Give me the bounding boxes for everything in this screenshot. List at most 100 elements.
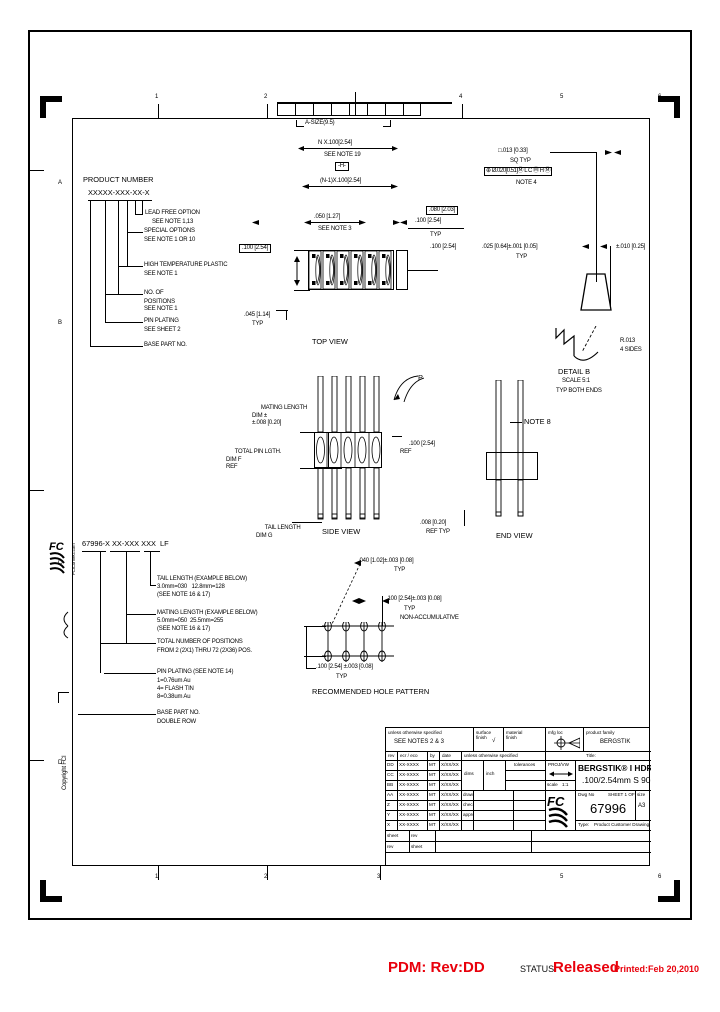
tb-extra-value-cell (474, 821, 514, 831)
rev-date-4: X/XX/XX (441, 802, 459, 807)
dim-right-tol: ±.010 [0.25] (616, 244, 646, 250)
pin-tip-profile (575, 270, 619, 316)
corner-mark-top-left (40, 96, 62, 118)
rev-value-1: CC (387, 772, 394, 777)
tb-family-value: BERGSTIK (600, 739, 631, 745)
tb-rev-cell-rev-1: CC (386, 771, 398, 781)
title-block: unless otherwise specified SEE NOTES 2 &… (385, 727, 651, 866)
tb-units-cell: inch (484, 761, 506, 791)
rev-date-5: X/XX/XX (441, 812, 459, 817)
dim-mating-length-text: MATING LENGTH DIM ± ±.008 [0.20] (252, 405, 308, 427)
tb-rev-cell-eco-5: XX-XXXX (398, 811, 428, 821)
tb-rev-cell-by-4: MT (428, 801, 440, 811)
tb-mfg-cell: mfg loc (546, 728, 584, 752)
callout-plating-label: PIN PLATING (SEE NOTE 14) (157, 669, 234, 675)
tb-family-cell: product family BERGSTIK (584, 728, 651, 752)
rev-value-0: DD (387, 762, 394, 767)
tb-projection-hint: PROJ/VW (548, 762, 569, 767)
fci-logo: FC (48, 536, 70, 576)
callout-positions-sub: POSITIONS SEE NOTE 1 (144, 299, 178, 313)
tb-rev-cell-rev-2: BB (386, 781, 398, 791)
dim-radius-sides: 4 SIDES (620, 347, 642, 353)
corner-mark-top-right (658, 96, 680, 118)
tb-scale-value: 1:1 (562, 782, 569, 787)
drawing-number: 67996 (590, 801, 627, 816)
tb-drawn-value-cell (474, 791, 514, 801)
svg-text:FC: FC (49, 541, 65, 553)
zone-label-1: 1 (155, 94, 159, 100)
marker-p-leader (390, 370, 425, 403)
tb-size-value: A3 (638, 803, 646, 809)
tb-notes-cell: unless otherwise specified SEE NOTES 2 &… (386, 728, 474, 752)
dim-mating-length: MATING LENGTH DIM ± ±.008 [0.20] (252, 398, 307, 435)
tb-rev-cell-date-5: X/XX/XX (440, 811, 462, 821)
end-view-label: END VIEW (496, 531, 533, 540)
fci-logo-title-block: FC (547, 793, 575, 830)
callout-special-options-sub: SEE NOTE 1 OR 10 (144, 237, 196, 243)
callout-lead-free-sub: SEE NOTE 1,13 (152, 219, 194, 225)
tb-scale-label: scale (547, 782, 558, 787)
dim-top-right-pitch: .100 [2.54] (415, 218, 442, 224)
rev-by-6: MT (429, 822, 436, 827)
tb-rev-cell-eco-3: XX-XXXX (398, 791, 428, 801)
scale-bar (277, 103, 432, 116)
tb-extra-label-cell (462, 821, 474, 831)
company-url: FCIConnect.com (71, 543, 76, 575)
tb-rev-header-eco: ecr / eco (398, 752, 428, 761)
zone-label-bottom-3: 3 (377, 874, 381, 880)
drawing-title-line1: BERGSTIK® I HDR, D/R (578, 763, 651, 773)
callout-plating-line2: 4= FLASH TIN (157, 686, 194, 692)
zone-label-bottom-6: 6 (658, 874, 662, 880)
callout-plating-line1: 1=0.76um Au (157, 678, 191, 684)
dim-top-small-right: .100 [2.54] (430, 244, 457, 250)
callout-mating-length-line2: (SEE NOTE 16 & 17) (157, 626, 211, 632)
rev-by-5: MT (429, 812, 436, 817)
tb-rev-header-rev: rev (386, 752, 398, 761)
tb-rev-cell-rev-6: X (386, 821, 398, 831)
dim-top-right-pitch-note: TYP (430, 232, 442, 238)
fold-mark-top (30, 170, 44, 171)
dim-top-half-pitch-note: SEE NOTE 3 (318, 226, 352, 232)
gdt-detail-group: □.013 [0.33] SQ TYP ⊕ Ø.020[0.51]Ⓜ L C Ⓜ… (470, 140, 660, 430)
tb-projection-cell: PROJ/VW (546, 761, 576, 781)
zone-tick-1 (158, 104, 159, 118)
tb-tol-cell-2 (506, 771, 546, 781)
rev-date-0: X/XX/XX (441, 762, 459, 767)
dim-tail-length: TAIL LENGTH DIM G (256, 518, 301, 548)
tb-approved-label: approved (463, 812, 473, 817)
rev-eco-6: XX-XXXX (399, 822, 419, 827)
product-number-code: XXXXX-XXX-XX-X (88, 188, 150, 197)
tb-foot-strip-b (532, 831, 651, 842)
dim-left-small: .045 [1.14] (244, 312, 271, 318)
hole-dia-leader (331, 563, 361, 625)
dim-total-pin-length: TOTAL PIN LGTH. DIM F REF (226, 442, 281, 479)
tb-rev-cell-eco-4: XX-XXXX (398, 801, 428, 811)
gdt-note: NOTE 4 (516, 180, 537, 186)
zone-label-a: A (58, 180, 62, 186)
tb-foot-text-4: sheet (411, 844, 423, 849)
footer-status-bar: PDM: Rev:DD STATUS: Released Printed:Feb… (0, 960, 720, 982)
dim-top-half-pitch: .050 [1.27] (314, 214, 341, 220)
tb-rev-col-0: rev (388, 753, 395, 758)
hole-grid (322, 620, 394, 662)
tb-tol-cell-1: tolerances (506, 761, 546, 771)
callout-plating-line3: 8=0.38um Au (157, 694, 191, 700)
tb-foot-label-1: sheet (386, 831, 410, 842)
zone-tick-bottom-3 (380, 866, 381, 880)
hole-pattern-view: .040 [1.02]±.003 [0.08] TYP .100 [2.54]±… (290, 558, 505, 698)
callout-tail-length-line2: (SEE NOTE 16 & 17) (157, 592, 211, 598)
tb-tol-cell-3 (506, 781, 546, 791)
connector-housing (308, 250, 394, 290)
tb-checked-label-cell: checked (462, 801, 474, 811)
tb-sheet-label: SHEET 1 OF 8 (608, 792, 636, 797)
dim-left-pitch: .100 [2.54] (239, 244, 272, 254)
zone-label-d: D (58, 760, 63, 766)
zone-label-4: 4 (459, 94, 463, 100)
callout-base-row-line1: DOUBLE ROW (157, 719, 197, 725)
tb-rev-cell-rev-3: AA (386, 791, 398, 801)
tb-rev-cell-by-0: MT (428, 761, 440, 771)
tb-checked-value-cell (474, 801, 514, 811)
zone-tick-bottom-2 (267, 866, 268, 880)
dim-left-small-note: TYP (252, 321, 264, 327)
tb-logo-cell: FC (546, 791, 576, 831)
